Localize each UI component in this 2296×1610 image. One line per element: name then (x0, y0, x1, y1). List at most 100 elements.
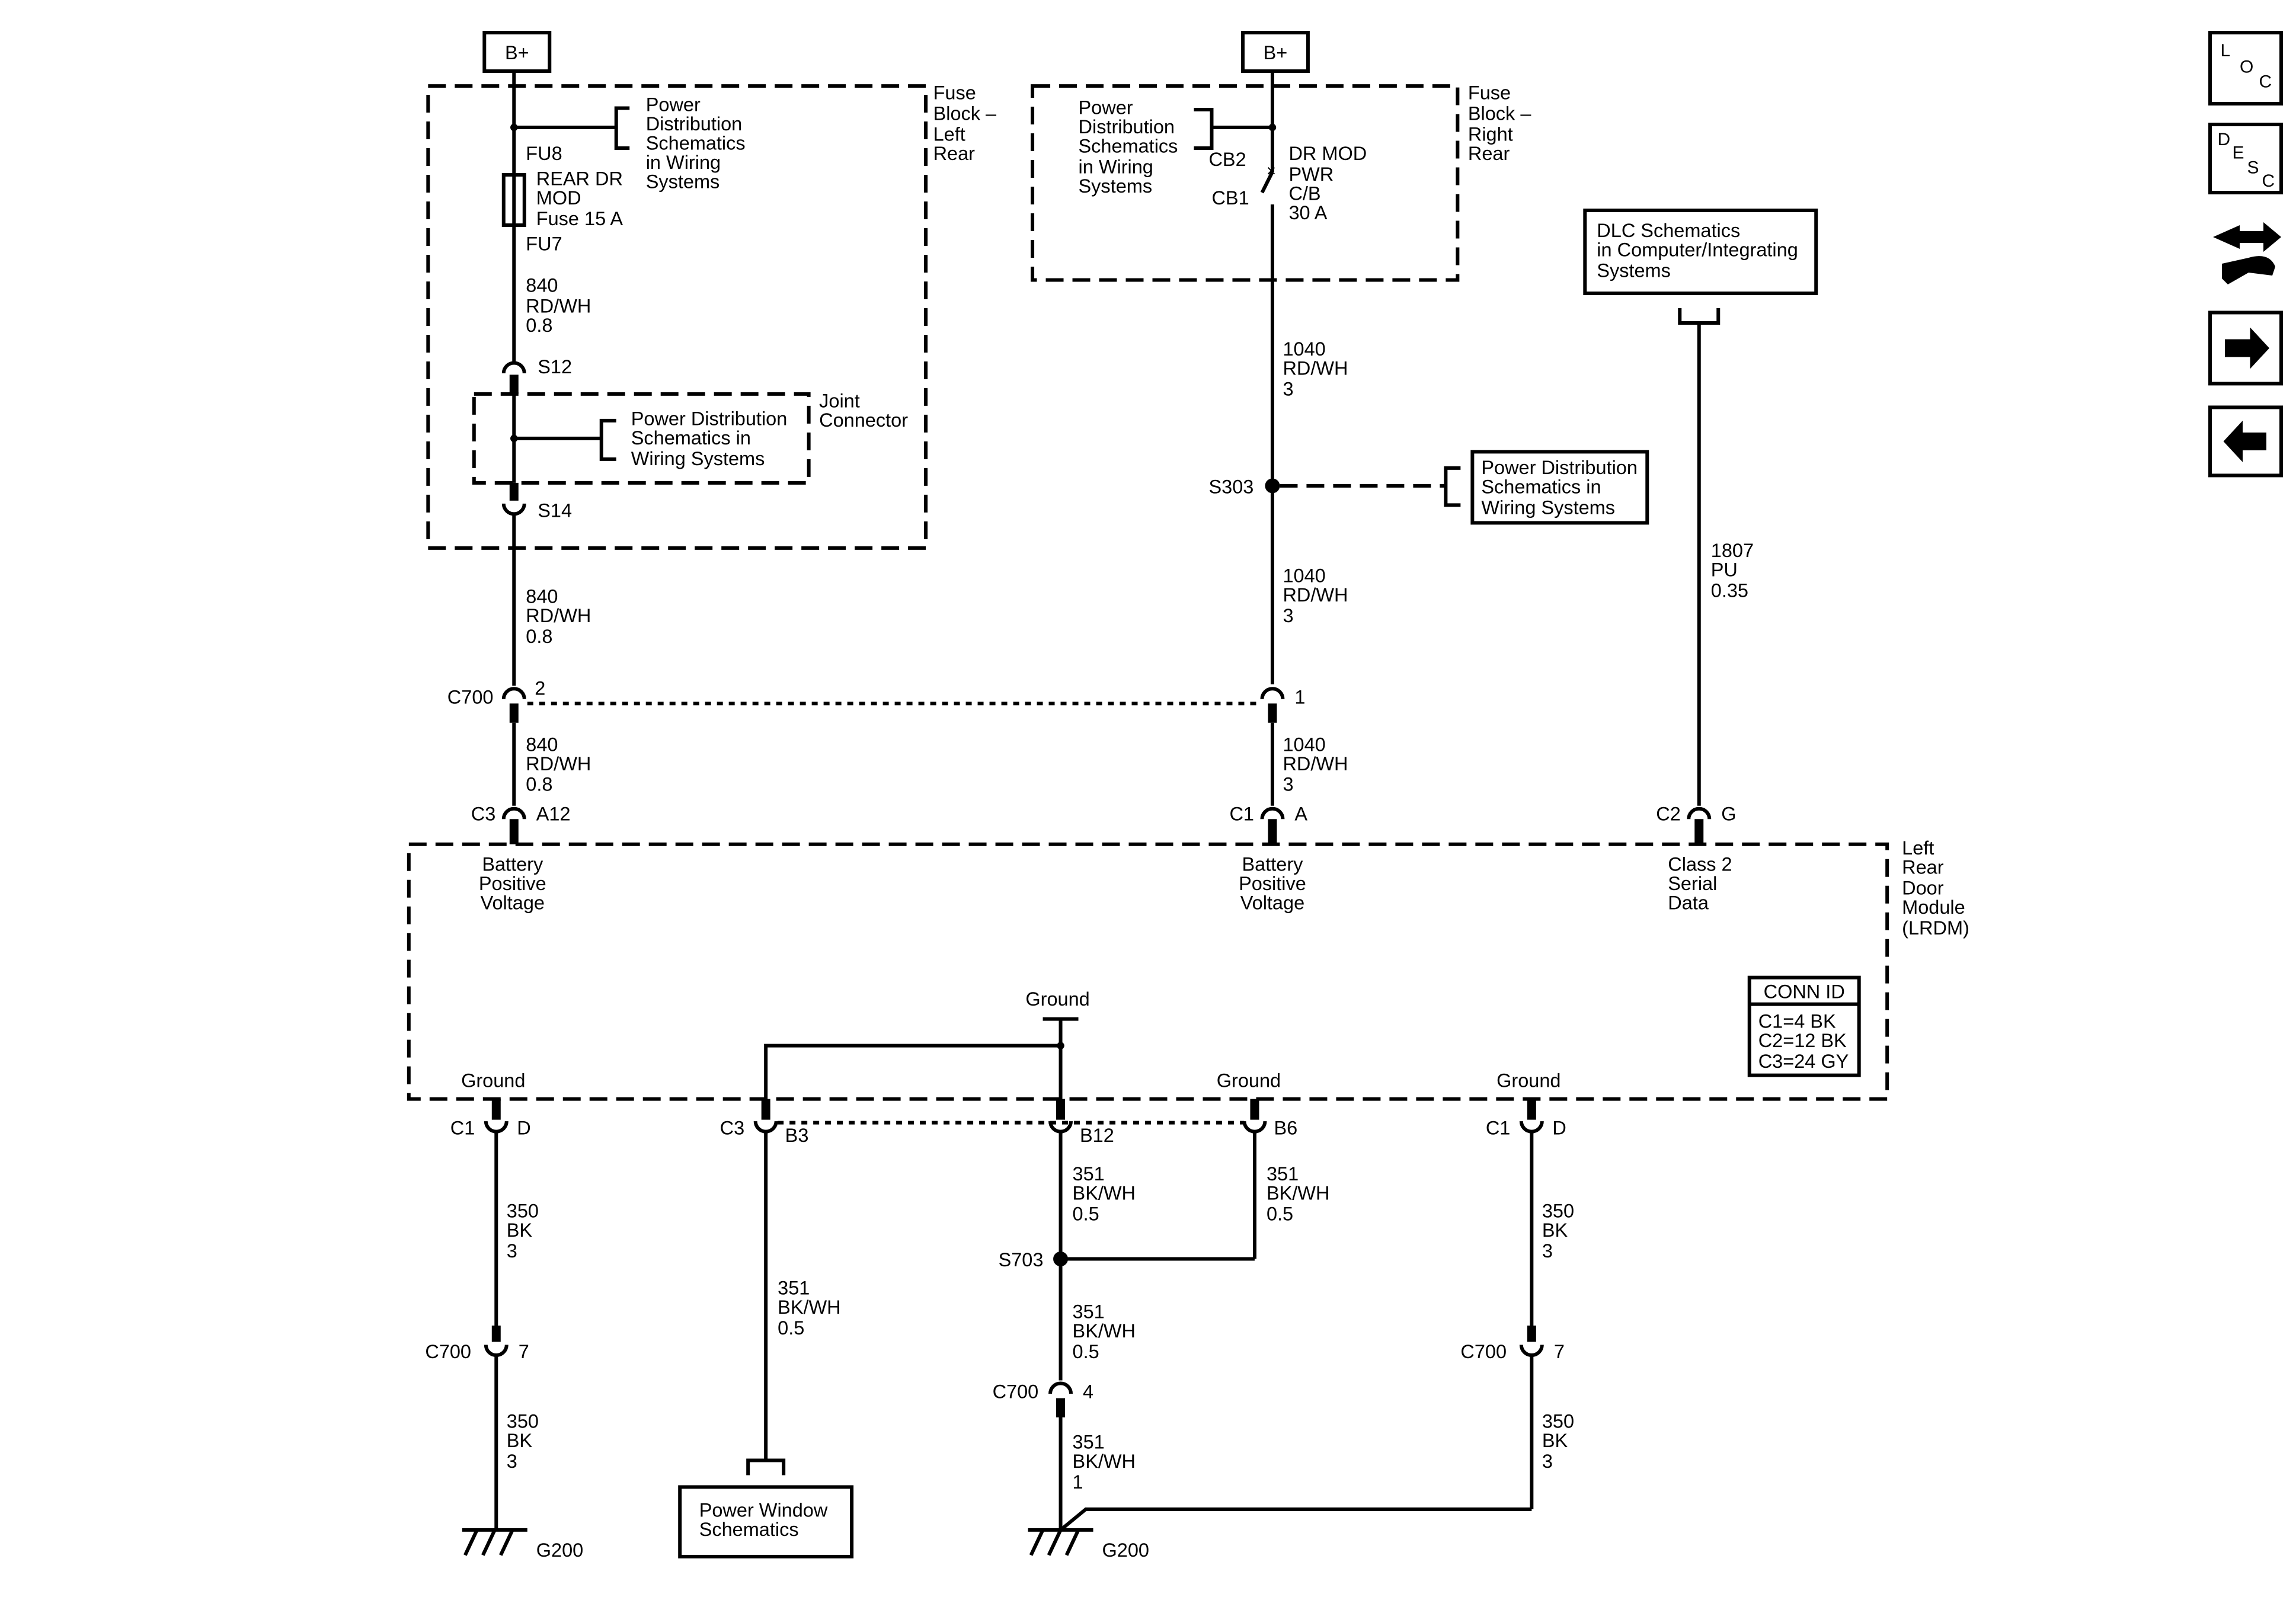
connector-tool-icon[interactable] (2213, 222, 2282, 284)
svg-text:351: 351 (1267, 1163, 1299, 1185)
svg-text:O: O (2240, 57, 2253, 77)
svg-text:3: 3 (1542, 1240, 1553, 1262)
svg-text:Block –: Block – (1468, 103, 1531, 124)
wire-351-label-b6: 351 BK/WH 0.5 (1267, 1163, 1329, 1224)
b3-pin-label: B3 (785, 1125, 809, 1146)
fuse-block-right-rear (1031, 84, 1460, 282)
forward-button[interactable] (2208, 311, 2284, 386)
svg-text:3: 3 (1283, 774, 1293, 795)
power-distribution-ref-right[interactable]: Power Distribution Schematics in Wiring … (1079, 97, 1178, 197)
svg-text:BK/WH: BK/WH (1073, 1451, 1136, 1472)
s303-ref-bracket (1444, 466, 1461, 507)
svg-text:RD/WH: RD/WH (526, 295, 591, 316)
g200-label-right: G200 (1102, 1539, 1149, 1561)
circuit-breaker-symbol (1260, 166, 1274, 684)
wire-1807-label: 1807 PU 0.35 (1711, 540, 1754, 601)
wire-1040-label-3: 1040 RD/WH 3 (1283, 734, 1348, 795)
c1-a-connector (1260, 806, 1285, 820)
svg-text:BK: BK (507, 1219, 533, 1241)
svg-text:PU: PU (1711, 559, 1738, 580)
svg-text:350: 350 (1542, 1410, 1574, 1432)
svg-text:Power: Power (1079, 97, 1133, 119)
svg-text:1040: 1040 (1283, 338, 1325, 360)
c3-label-top: C3 (471, 804, 496, 825)
svg-text:Distribution: Distribution (1079, 116, 1175, 137)
svg-text:351: 351 (1073, 1163, 1105, 1185)
power-distribution-ref-s303[interactable]: Power Distribution Schematics in Wiring … (1481, 457, 1638, 518)
cb-x-mark: × (1267, 162, 1276, 180)
svg-text:D: D (2218, 130, 2231, 149)
fu7-label: FU7 (526, 233, 562, 254)
loc-button[interactable]: L O C (2208, 31, 2284, 106)
svg-text:Schematics in: Schematics in (1481, 476, 1601, 497)
svg-text:Schematics in: Schematics in (631, 427, 751, 449)
battery-positive-voltage-left: Battery Positive Voltage (479, 854, 546, 914)
g-pin-label: G (1721, 804, 1736, 825)
svg-text:Positive: Positive (1239, 873, 1306, 894)
svg-text:350: 350 (507, 1410, 539, 1432)
power-window-bracket (746, 1458, 786, 1475)
svg-text:Left: Left (933, 124, 965, 145)
svg-text:Class 2: Class 2 (1668, 854, 1732, 875)
svg-text:840: 840 (526, 734, 558, 755)
wire-840-label-2: 840 RD/WH 0.8 (526, 585, 591, 646)
svg-text:in Computer/Integrating: in Computer/Integrating (1597, 239, 1798, 260)
svg-text:1040: 1040 (1283, 734, 1325, 755)
svg-text:RD/WH: RD/WH (1283, 584, 1348, 606)
b12-pin-label: B12 (1080, 1125, 1114, 1146)
svg-text:3: 3 (507, 1451, 517, 1472)
conn-id-title: CONN ID (1764, 981, 1845, 1003)
power-distribution-ref-left[interactable]: Power Distribution Schematics in Wiring … (646, 94, 746, 193)
c700-pin-7-right: 7 (1554, 1341, 1565, 1362)
svg-text:Module: Module (1902, 897, 1965, 918)
svg-text:Voltage: Voltage (1240, 892, 1304, 914)
svg-text:Systems: Systems (646, 171, 720, 193)
svg-text:Right: Right (1468, 124, 1513, 145)
svg-text:0.8: 0.8 (526, 774, 552, 795)
svg-text:Rear: Rear (933, 143, 976, 164)
desc-button[interactable]: D E S C (2208, 123, 2284, 195)
svg-text:BK/WH: BK/WH (1073, 1320, 1136, 1342)
svg-text:C: C (2262, 171, 2275, 191)
svg-text:E: E (2233, 143, 2244, 163)
svg-text:1: 1 (1073, 1471, 1083, 1493)
svg-text:Power: Power (646, 94, 701, 116)
svg-text:BK/WH: BK/WH (778, 1297, 840, 1318)
wire-840-label-1: 840 RD/WH 0.8 (526, 274, 591, 335)
power-window-schematics-ref[interactable]: Power Window Schematics (699, 1499, 828, 1539)
svg-text:Power Distribution: Power Distribution (1481, 457, 1638, 478)
cb1-label: CB1 (1211, 187, 1249, 209)
ground-label-d-left: Ground (461, 1070, 525, 1092)
svg-text:Fuse 15 A: Fuse 15 A (536, 208, 623, 229)
g200-label-left: G200 (536, 1539, 583, 1561)
c700-pin-1: 1 (1294, 686, 1305, 708)
s12-connector-symbol (501, 361, 526, 374)
wire-350-label-right-2: 350 BK 3 (1542, 1410, 1574, 1471)
d-pin-label-right: D (1552, 1118, 1566, 1139)
svg-text:RD/WH: RD/WH (1283, 357, 1348, 379)
power-distribution-ref-joint[interactable]: Power Distribution Schematics in Wiring … (631, 408, 788, 469)
cb2-label: CB2 (1208, 149, 1246, 170)
b6-pin-label: B6 (1274, 1118, 1297, 1139)
wire-1040-label-2: 1040 RD/WH 3 (1283, 565, 1348, 626)
s303-splice (1265, 478, 1280, 494)
svg-text:BK/WH: BK/WH (1073, 1183, 1136, 1204)
svg-text:Battery: Battery (482, 854, 543, 875)
s14-label: S14 (538, 500, 572, 521)
svg-text:0.5: 0.5 (1073, 1204, 1099, 1225)
svg-text:350: 350 (507, 1201, 539, 1222)
back-button[interactable] (2208, 405, 2284, 478)
svg-text:Systems: Systems (1079, 175, 1153, 197)
ground-label-d-right: Ground (1496, 1070, 1560, 1092)
power-ref-bracket-right (1194, 108, 1214, 151)
svg-text:0.5: 0.5 (1267, 1204, 1293, 1225)
fuse-block-right-title: Fuse Block – Right Rear (1468, 82, 1531, 164)
ground-label-internal: Ground (1025, 988, 1089, 1010)
svg-text:RD/WH: RD/WH (526, 605, 591, 626)
s303-ref-box (1470, 450, 1649, 525)
c700-7-right-connector (1519, 1345, 1544, 1357)
svg-text:3: 3 (1283, 605, 1293, 626)
svg-text:0.5: 0.5 (1073, 1341, 1099, 1362)
dlc-schematics-ref[interactable]: DLC Schematics in Computer/Integrating S… (1597, 220, 1798, 281)
joint-connector-title: Joint Connector (819, 390, 908, 430)
